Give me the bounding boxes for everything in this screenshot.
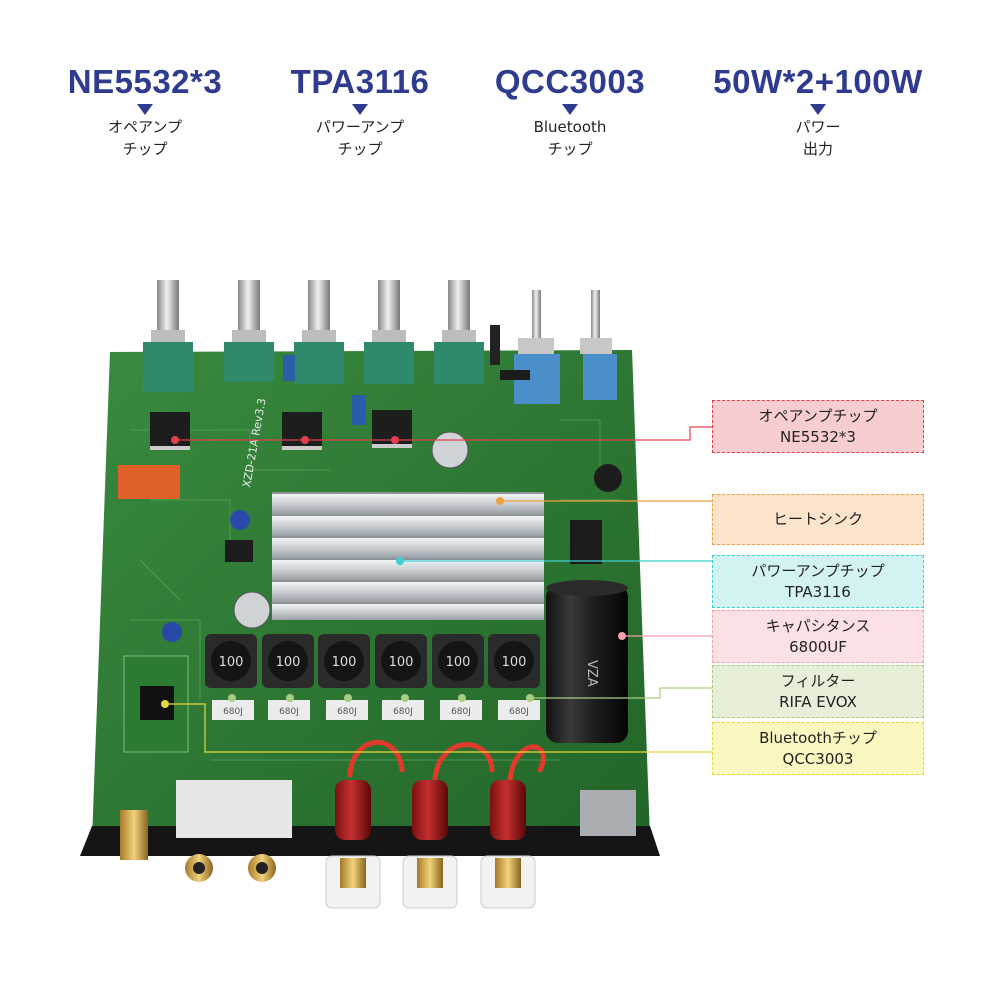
callout-line2: RIFA EVOX	[779, 692, 857, 711]
callout-line1: キャパシタンス	[765, 616, 871, 635]
down-arrow-icon	[137, 104, 153, 115]
spec-title: TPA3116	[290, 63, 430, 100]
svg-text:100: 100	[502, 655, 527, 670]
callout-power-amp: パワーアンプチップ TPA3116	[712, 555, 924, 608]
spec-title: QCC3003	[494, 63, 646, 100]
spec-title: 50W*2+100W	[713, 63, 923, 100]
spec-power-output: 50W*2+100W パワー 出力	[708, 62, 928, 159]
power-jack	[580, 790, 636, 836]
svg-text:100: 100	[219, 655, 244, 670]
callout-op-amp: オペアンプチップ NE5532*3	[712, 400, 924, 453]
small-components	[118, 355, 622, 642]
callout-line2: 6800UF	[789, 637, 847, 656]
potentiometers	[143, 280, 484, 392]
input-connector	[176, 780, 292, 838]
callout-filter: フィルター RIFA EVOX	[712, 665, 924, 718]
svg-text:680J: 680J	[393, 707, 413, 717]
down-arrow-icon	[562, 104, 578, 115]
spec-sub-line2: チップ	[547, 140, 593, 158]
svg-text:100: 100	[389, 655, 414, 670]
down-arrow-icon	[810, 104, 826, 115]
callout-heatsink: ヒートシンク	[712, 494, 924, 545]
spec-title: NE5532*3	[67, 63, 223, 100]
heatsink	[272, 492, 544, 620]
callout-line1: ヒートシンク	[772, 510, 863, 528]
spec-bluetooth: QCC3003 Bluetooth チップ	[460, 62, 680, 159]
spec-sub-line1: Bluetooth	[533, 118, 607, 136]
callout-bluetooth: Bluetoothチップ QCC3003	[712, 722, 924, 775]
binding-posts	[325, 780, 536, 909]
spec-power-amp: TPA3116 パワーアンプ チップ	[250, 62, 470, 159]
svg-text:VZA: VZA	[584, 660, 599, 687]
callout-line2: NE5532*3	[780, 427, 856, 446]
spec-sub-line2: 出力	[802, 140, 833, 158]
svg-text:680J: 680J	[223, 707, 243, 717]
speaker-wires	[347, 740, 546, 783]
svg-text:680J: 680J	[451, 707, 471, 717]
spec-sub-line2: チップ	[337, 140, 383, 158]
callout-line1: パワーアンプチップ	[751, 561, 885, 580]
filter-capacitors	[212, 700, 540, 720]
spec-op-amp: NE5532*3 オペアンプ チップ	[35, 62, 255, 159]
svg-text:680J: 680J	[337, 707, 357, 717]
callout-dots	[161, 436, 626, 708]
down-arrow-icon	[352, 104, 368, 115]
callout-line2: TPA3116	[785, 582, 851, 601]
callout-line1: オペアンプチップ	[758, 406, 878, 425]
svg-text:100: 100	[332, 655, 357, 670]
callout-line1: フィルター	[780, 671, 856, 690]
bulk-capacitor: VZA	[546, 580, 628, 743]
spec-sub-line2: チップ	[122, 140, 168, 158]
svg-text:680J: 680J	[279, 707, 299, 717]
callout-line2: QCC3003	[782, 749, 854, 768]
callout-capacitor: キャパシタンス 6800UF	[712, 610, 924, 663]
callout-line1: Bluetoothチップ	[759, 728, 877, 747]
callout-leaders	[165, 426, 712, 753]
spec-sub-line1: パワーアンプ	[315, 118, 405, 136]
svg-text:100: 100	[276, 655, 301, 670]
svg-text:680J: 680J	[509, 707, 529, 717]
inductors: 100 100 100 100 100 100	[205, 634, 540, 688]
spec-sub-line1: パワー	[795, 118, 841, 136]
svg-text:100: 100	[446, 655, 471, 670]
rca-inputs	[120, 810, 276, 882]
spec-sub-line1: オペアンプ	[108, 118, 182, 136]
toggle-switches	[490, 290, 617, 404]
